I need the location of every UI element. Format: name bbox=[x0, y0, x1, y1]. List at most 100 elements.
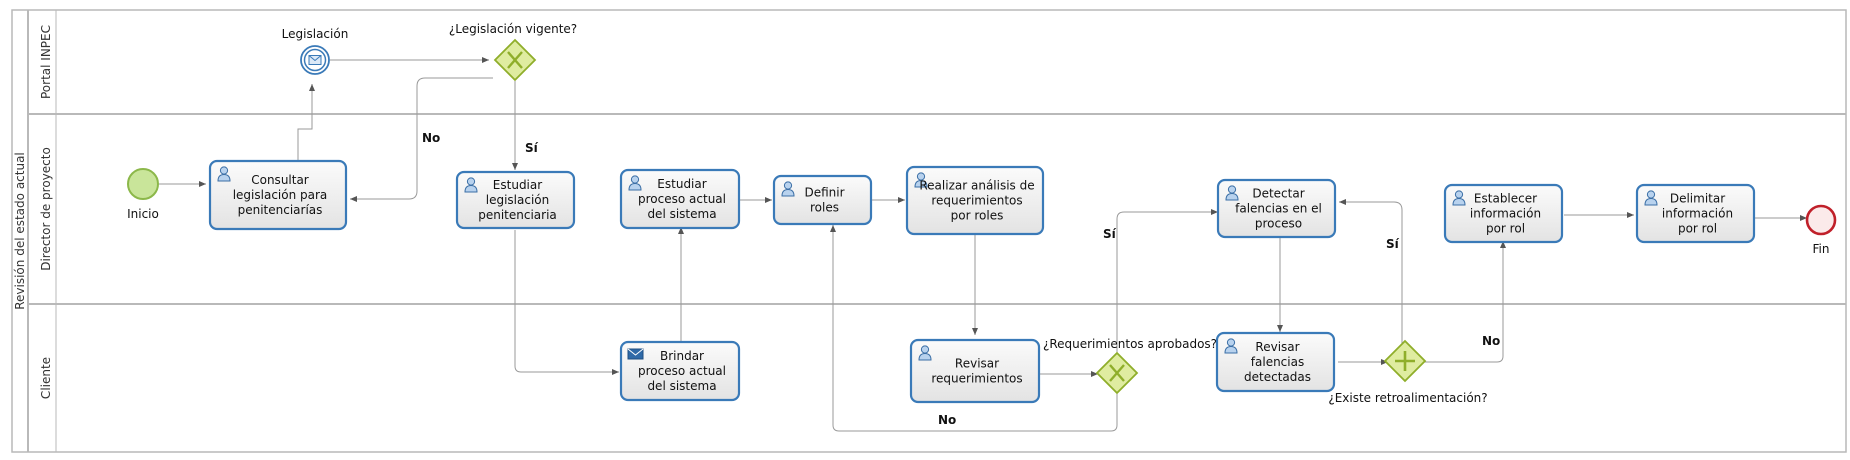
task-label-line: por roles bbox=[951, 209, 1004, 223]
task-label-line: Delimitar bbox=[1670, 192, 1725, 206]
start-event-circle bbox=[127, 168, 159, 200]
task-box[interactable] bbox=[1443, 183, 1564, 244]
flow-estudiar-to-brindar bbox=[514, 230, 619, 375]
flow-parallel-no bbox=[1423, 241, 1506, 363]
task-box[interactable] bbox=[905, 165, 1045, 236]
user-icon bbox=[628, 175, 642, 191]
user-icon bbox=[1644, 190, 1658, 206]
sequence-flows bbox=[159, 57, 1807, 432]
task-label-line: requerimientos bbox=[931, 194, 1022, 208]
task-label-line: falencias bbox=[1251, 355, 1304, 369]
x-icon bbox=[507, 51, 523, 69]
user-icon bbox=[1224, 338, 1238, 354]
task-label-line: información bbox=[1470, 207, 1541, 221]
gateway-existe-retroalimentacion: ¿Existe retroalimentación? bbox=[1328, 339, 1488, 405]
user-icon bbox=[1225, 185, 1239, 201]
task-label-line: penitenciaria bbox=[478, 208, 557, 222]
user-icon bbox=[914, 172, 928, 188]
user-icon bbox=[464, 177, 478, 193]
task-label-line: falencias en el bbox=[1235, 202, 1322, 216]
task-box[interactable] bbox=[619, 168, 741, 230]
task-box[interactable] bbox=[1635, 183, 1756, 244]
x-icon bbox=[1109, 364, 1125, 382]
task-label-line: Detectar bbox=[1252, 187, 1304, 201]
gateway-label: ¿Existe retroalimentación? bbox=[1328, 391, 1487, 405]
task-label-line: proceso actual bbox=[638, 192, 726, 206]
start-event-label: Inicio bbox=[127, 207, 159, 221]
task-box[interactable] bbox=[208, 159, 348, 231]
task-box[interactable] bbox=[1216, 178, 1337, 239]
task-box[interactable] bbox=[1215, 331, 1336, 393]
task-label-line: Realizar análisis de bbox=[919, 179, 1034, 193]
task-label-line: Consultar bbox=[251, 173, 309, 187]
task-label-line: por rol bbox=[1678, 222, 1717, 236]
flow-gateway-no-loop bbox=[830, 225, 1118, 432]
task-label-line: roles bbox=[810, 201, 839, 215]
task-label-line: información bbox=[1662, 207, 1733, 221]
lane-label-cliente: Cliente bbox=[39, 357, 53, 399]
end-event: Fin bbox=[1805, 204, 1837, 256]
gateway-legislacion-vigente: ¿Legislación vigente? bbox=[449, 22, 577, 82]
user-icon bbox=[1452, 190, 1466, 206]
task-label-line: Establecer bbox=[1474, 192, 1537, 206]
task-label-line: del sistema bbox=[647, 207, 716, 221]
task-label-line: por rol bbox=[1486, 222, 1525, 236]
task-label-line: legislación bbox=[486, 193, 550, 207]
lane-label-portal: Portal INPEC bbox=[39, 25, 53, 99]
task-box[interactable] bbox=[909, 338, 1041, 404]
flow-label-no: No bbox=[422, 131, 440, 145]
gateway-label: ¿Requerimientos aprobados? bbox=[1043, 337, 1217, 351]
task-box[interactable] bbox=[772, 174, 873, 226]
task-label-line: penitenciarías bbox=[238, 203, 323, 217]
gateway-label: ¿Legislación vigente? bbox=[449, 22, 577, 36]
task-label-line: Revisar bbox=[1255, 340, 1299, 354]
task-label-line: Estudiar bbox=[657, 177, 706, 191]
task-label-line: Revisar bbox=[955, 357, 999, 371]
flow-label-no: No bbox=[1482, 334, 1500, 348]
envelope-icon bbox=[308, 55, 322, 65]
task-label-line: proceso bbox=[1255, 217, 1302, 231]
task-label-line: Definir bbox=[804, 186, 844, 200]
end-event-circle bbox=[1805, 204, 1837, 236]
flow-label-si: Sí bbox=[1103, 227, 1117, 241]
user-icon bbox=[217, 166, 231, 182]
pool: Revisión del estado actual Portal INPEC … bbox=[11, 9, 1847, 453]
task-box[interactable] bbox=[619, 340, 741, 402]
end-event-label: Fin bbox=[1813, 242, 1830, 256]
lane-label-director: Director de proyecto bbox=[39, 147, 53, 271]
task-label-line: legislación para bbox=[233, 188, 328, 202]
task-label-line: detectadas bbox=[1244, 370, 1311, 384]
pool-label: Revisión del estado actual bbox=[13, 152, 27, 310]
start-event: Inicio bbox=[127, 168, 159, 221]
flow-consultar-to-legislacion bbox=[297, 84, 315, 160]
user-icon bbox=[781, 181, 795, 197]
plus-icon bbox=[1395, 351, 1415, 371]
flow-gateway-si-detectar bbox=[1116, 209, 1218, 355]
flow-parallel-si bbox=[1339, 199, 1403, 344]
gateway-requerimientos-aprobados: ¿Requerimientos aprobados? bbox=[1043, 337, 1217, 395]
flow-label-si: Sí bbox=[525, 141, 539, 155]
message-event-label: Legislación bbox=[282, 27, 349, 41]
task-label-line: Brindar bbox=[660, 349, 704, 363]
pool-border bbox=[11, 9, 1847, 453]
envelope-icon bbox=[627, 348, 644, 360]
task-label-line: requerimientos bbox=[931, 372, 1022, 386]
task-label-line: Estudiar bbox=[493, 178, 542, 192]
user-icon bbox=[918, 345, 932, 361]
task-box[interactable] bbox=[455, 170, 576, 230]
task-label-line: proceso actual bbox=[638, 364, 726, 378]
flow-gateway-no bbox=[350, 77, 493, 202]
